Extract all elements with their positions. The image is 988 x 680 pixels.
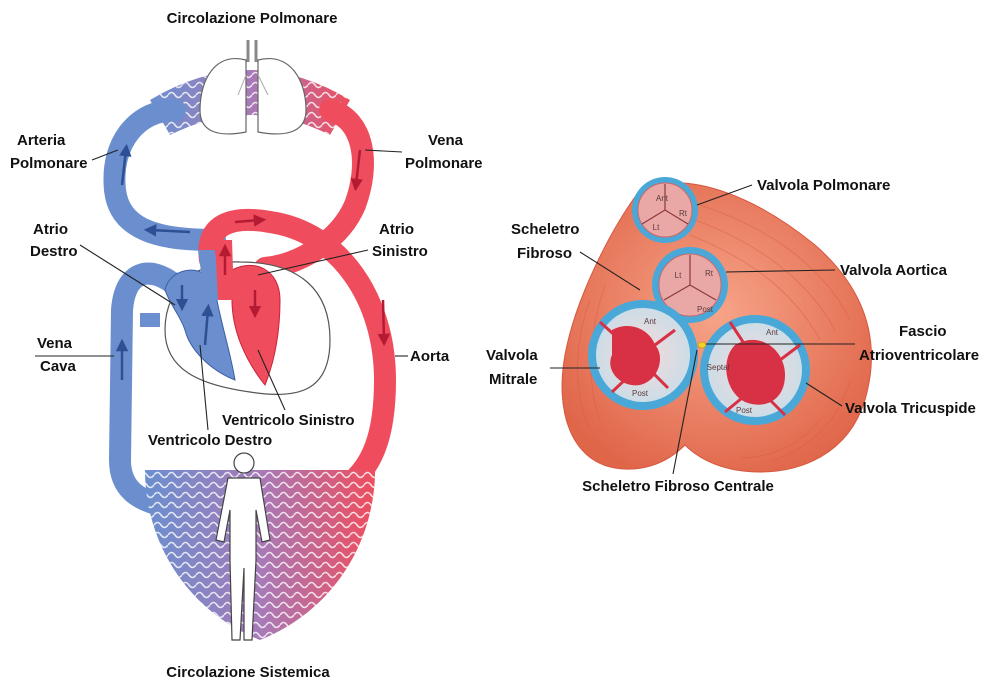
cusp-aort-post: Post [697,305,714,314]
label-vena-cava-2: Cava [40,358,77,375]
label-scheletro-centrale: Scheletro Fibroso Centrale [582,478,774,495]
pulmonary-circulation-title: Circolazione Polmonare [167,10,338,27]
label-ventricolo-sinistro: Ventricolo Sinistro [222,412,355,429]
cusp-polm-ant: Ant [656,194,669,203]
label-atrio-sinistro-1: Atrio [379,221,414,238]
label-tricuspide: Valvola Tricuspide [845,400,976,417]
label-valvola-aortica: Valvola Aortica [840,262,948,279]
pulmonary-valve: Ant Rt Lt [632,177,698,243]
cusp-aort-rt: Rt [705,269,714,278]
cusp-polm-lt: Lt [653,223,660,232]
mitral-valve: Ant Post [588,300,698,410]
label-polmonare-right: Polmonare [405,155,483,172]
valves-diagram: Ant Rt Lt Lt Rt Post Ant Post [486,177,979,495]
cusp-tric-septal: Septal [707,363,730,372]
label-vena-cava-1: Vena [37,335,73,352]
label-valvola-polmonare: Valvola Polmonare [757,177,890,194]
cusp-tric-ant: Ant [766,328,779,337]
label-polmonare-left: Polmonare [10,155,88,172]
pulmonary-artery-vessel [114,110,215,240]
label-aorta: Aorta [410,348,450,365]
label-atrio-destro-1: Atrio [33,221,68,238]
label-arteria: Arteria [17,132,66,149]
label-mitrale-1: Valvola [486,347,538,364]
cusp-aort-lt: Lt [675,271,682,280]
circulation-diagram: Circolazione Polmonare Circolazione Sist… [10,10,483,680]
av-bundle-marker [698,342,706,348]
systemic-circulation-title: Circolazione Sistemica [166,664,330,680]
label-fascio-1: Fascio [899,323,947,340]
label-mitrale-2: Mitrale [489,371,537,388]
cusp-mitral-post: Post [632,389,649,398]
tricuspid-valve: Ant Septal Post [700,315,810,425]
label-ventricolo-destro: Ventricolo Destro [148,432,272,449]
cusp-polm-rt: Rt [679,209,688,218]
label-atrio-sinistro-2: Sinistro [372,243,428,260]
label-fascio-2: Atrioventricolare [859,347,979,364]
label-scheletro-1: Scheletro [511,221,579,238]
label-atrio-destro-2: Destro [30,243,78,260]
cusp-tric-post: Post [736,406,753,415]
label-vena-polm: Vena [428,132,464,149]
label-scheletro-2: Fibroso [517,245,572,262]
cusp-mitral-ant: Ant [644,317,657,326]
